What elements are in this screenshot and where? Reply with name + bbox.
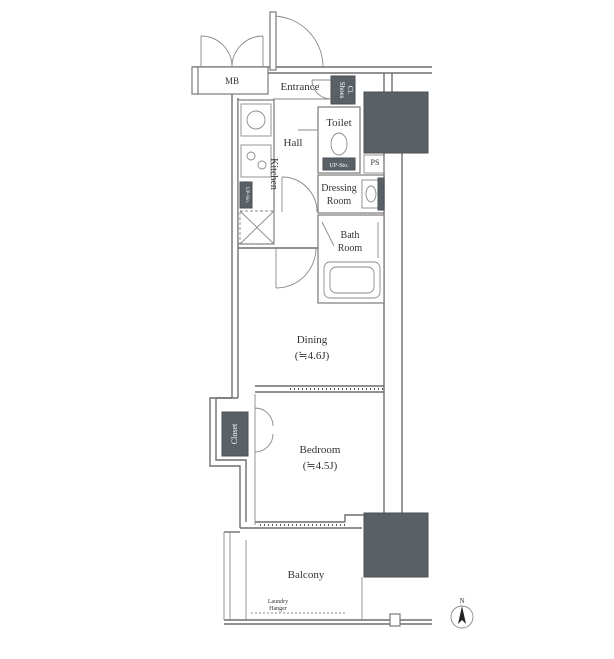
balcony-label: Balcony bbox=[288, 569, 325, 581]
kitchen-area: UP-Sto. Kitchen Hall bbox=[237, 99, 318, 245]
shoes-label-1: Shoes bbox=[338, 82, 346, 99]
toilet-label: Toilet bbox=[326, 117, 352, 129]
kitchen-label: Kitchen bbox=[268, 158, 279, 190]
shoes-label-2: Cl. bbox=[346, 86, 354, 95]
dining-label: Dining bbox=[297, 334, 328, 346]
dressing-room: Dressing Room bbox=[317, 174, 385, 214]
entrance-doors[interactable] bbox=[200, 11, 324, 71]
shoes-closet bbox=[330, 75, 356, 105]
compass: N bbox=[450, 597, 474, 629]
structural-column-bottom bbox=[363, 512, 429, 578]
bedroom: Bedroom (≒4.5J) bbox=[255, 444, 345, 526]
up-sto-kitchen-label: UP-Sto. bbox=[244, 187, 249, 203]
up-sto-toilet-label: UP-Sto. bbox=[329, 163, 349, 169]
dining-size: (≒4.6J) bbox=[295, 350, 330, 362]
entrance-area: Entrance Shoes Cl. bbox=[273, 75, 356, 105]
entrance-label: Entrance bbox=[280, 81, 319, 93]
bedroom-label: Bedroom bbox=[300, 444, 341, 456]
dressing-label-2: Room bbox=[327, 196, 352, 207]
bath-label-2: Room bbox=[338, 243, 363, 254]
laundry-label-2: Hanger bbox=[269, 606, 287, 612]
mb-label: MB bbox=[225, 76, 239, 86]
toilet-room: Toilet UP-Sto. PS bbox=[298, 106, 385, 174]
up-sto-kitchen-box bbox=[239, 181, 253, 209]
hall-label: Hall bbox=[284, 137, 303, 149]
compass-north-label: N bbox=[459, 597, 464, 605]
laundry-label-1: Laundry bbox=[268, 599, 288, 605]
structural-column-top bbox=[363, 91, 429, 154]
balcony: Balcony Laundry Hanger bbox=[223, 531, 432, 627]
dressing-label-1: Dressing bbox=[321, 183, 357, 194]
bedroom-size: (≒4.5J) bbox=[303, 460, 338, 472]
closet: Closet bbox=[221, 394, 274, 525]
dining-room: Dining (≒4.6J) bbox=[238, 247, 384, 393]
bath-label-1: Bath bbox=[341, 230, 360, 241]
ps-label: PS bbox=[371, 158, 380, 167]
bath-room: Bath Room bbox=[317, 214, 385, 304]
mb-area: MB bbox=[191, 66, 269, 95]
closet-label: Closet bbox=[230, 423, 239, 444]
